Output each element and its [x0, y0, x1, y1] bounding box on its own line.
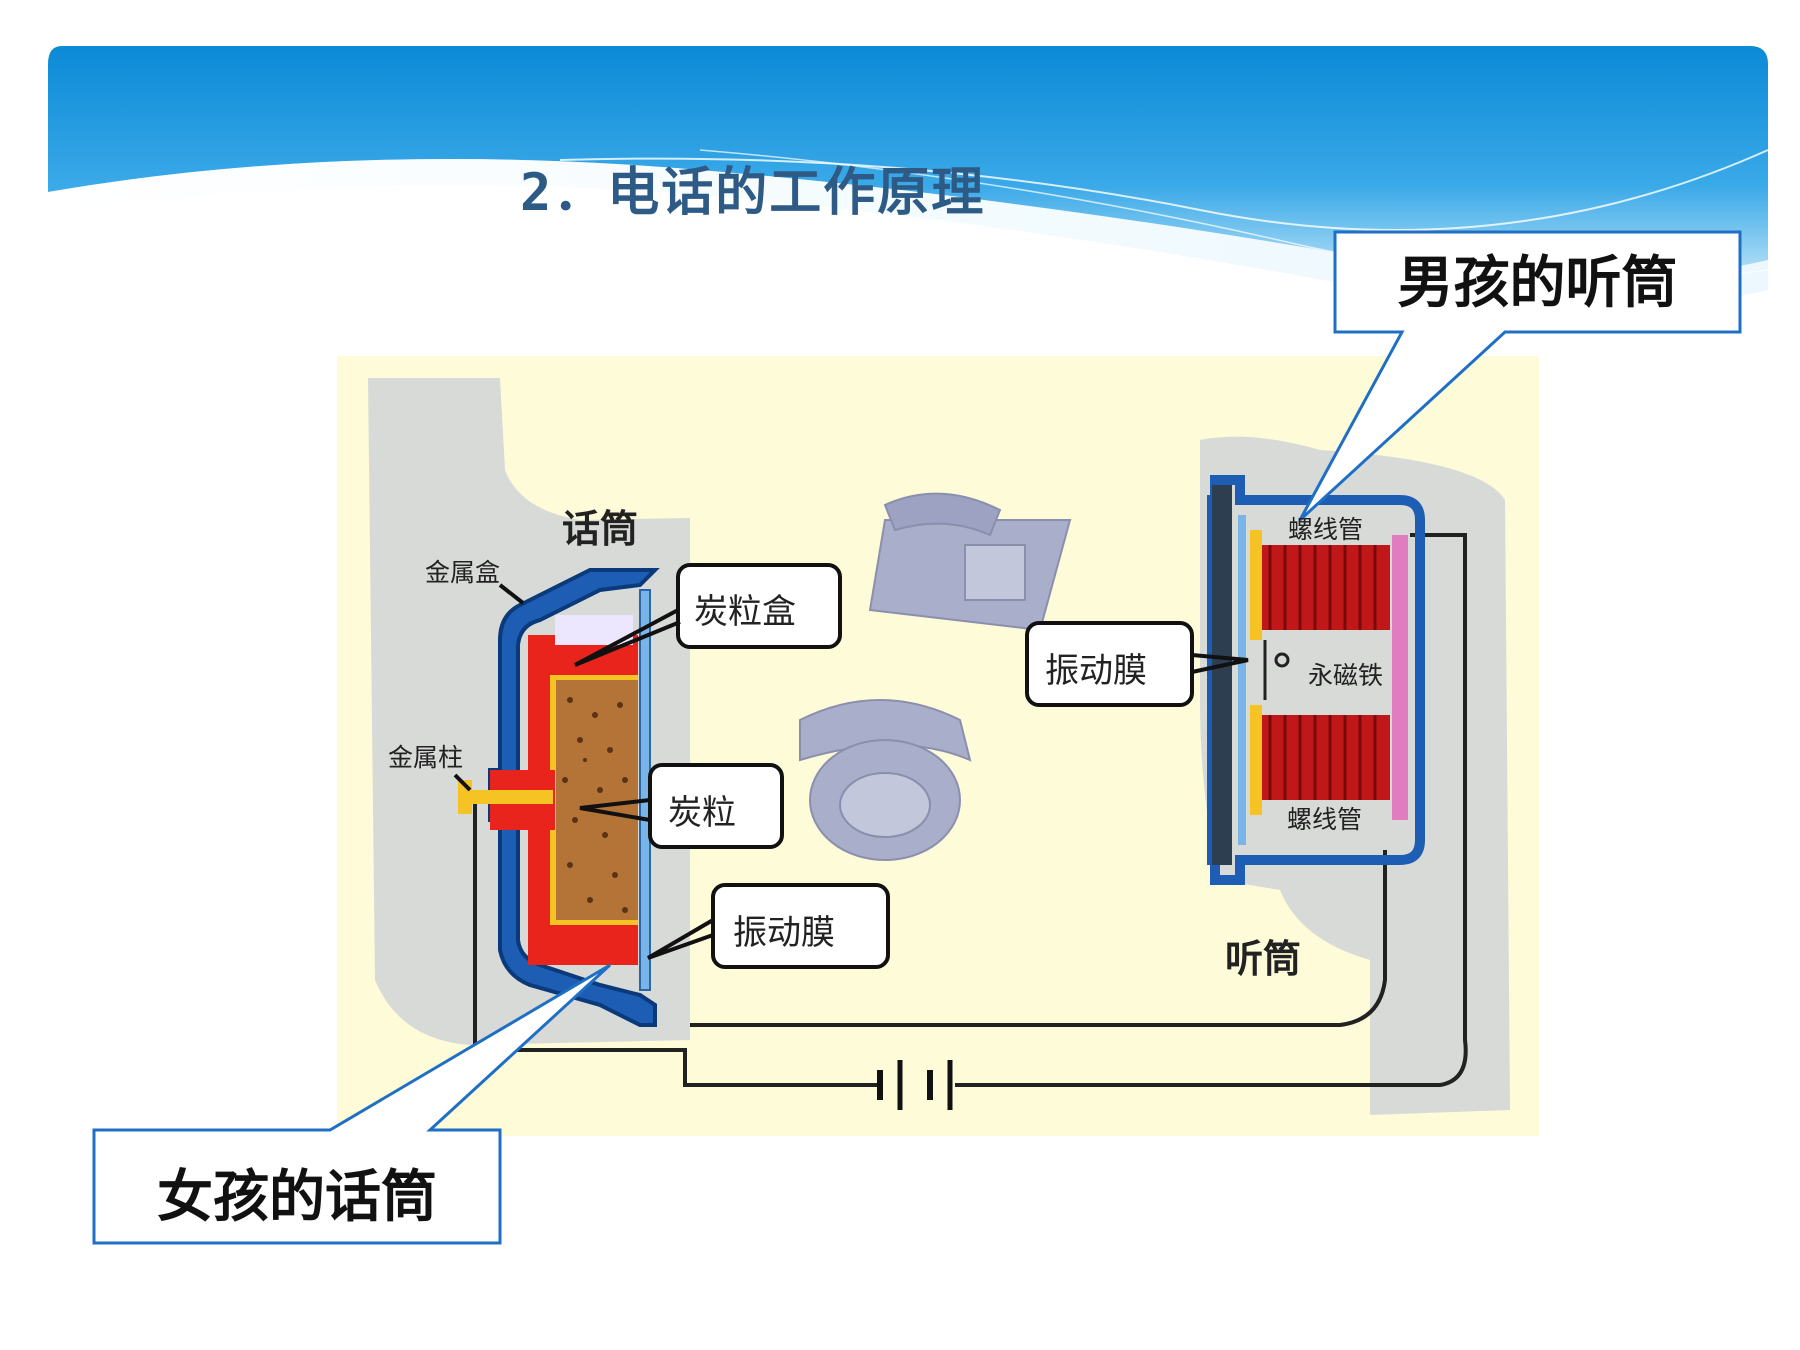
- solenoid-top-label: 螺线管: [1288, 515, 1364, 544]
- solenoid-bottom: [1250, 705, 1390, 815]
- carbon-granules-label: 炭粒: [668, 793, 736, 833]
- boy-earpiece-callout: 男孩的听筒: [1397, 251, 1678, 316]
- label-boxes: [648, 563, 1194, 969]
- solenoid-bottom-label: 螺线管: [1287, 805, 1363, 834]
- callout-shapes: [92, 230, 1742, 1245]
- desk-phone-icon: [868, 492, 1072, 632]
- carbon-granule-texture: [562, 697, 628, 913]
- metal-box-label: 金属盒: [425, 558, 501, 587]
- mouthpiece-title: 话筒: [562, 507, 639, 551]
- metal-post-label: 金属柱: [388, 743, 464, 772]
- girl-mouthpiece-callout: 女孩的话筒: [157, 1165, 437, 1230]
- carbon-box-label: 炭粒盒: [694, 592, 796, 632]
- earpiece-title: 听筒: [1225, 937, 1302, 981]
- mouthpiece-diaphragm-label: 振动膜: [733, 913, 835, 953]
- circuit-wire: [473, 533, 1468, 1087]
- rotary-phone-icon: [799, 699, 972, 861]
- earpiece-cross-section: [1207, 475, 1425, 885]
- permanent-magnet-label: 永磁铁: [1308, 661, 1384, 690]
- earpiece-diaphragm-label: 振动膜: [1045, 651, 1147, 691]
- slide-title: 2．电话的工作原理: [520, 163, 986, 223]
- label-pointers: [453, 583, 1249, 960]
- mouthpiece-cross-section: [458, 568, 660, 1027]
- battery-icon: [877, 1060, 953, 1110]
- solenoid-top: [1250, 530, 1390, 640]
